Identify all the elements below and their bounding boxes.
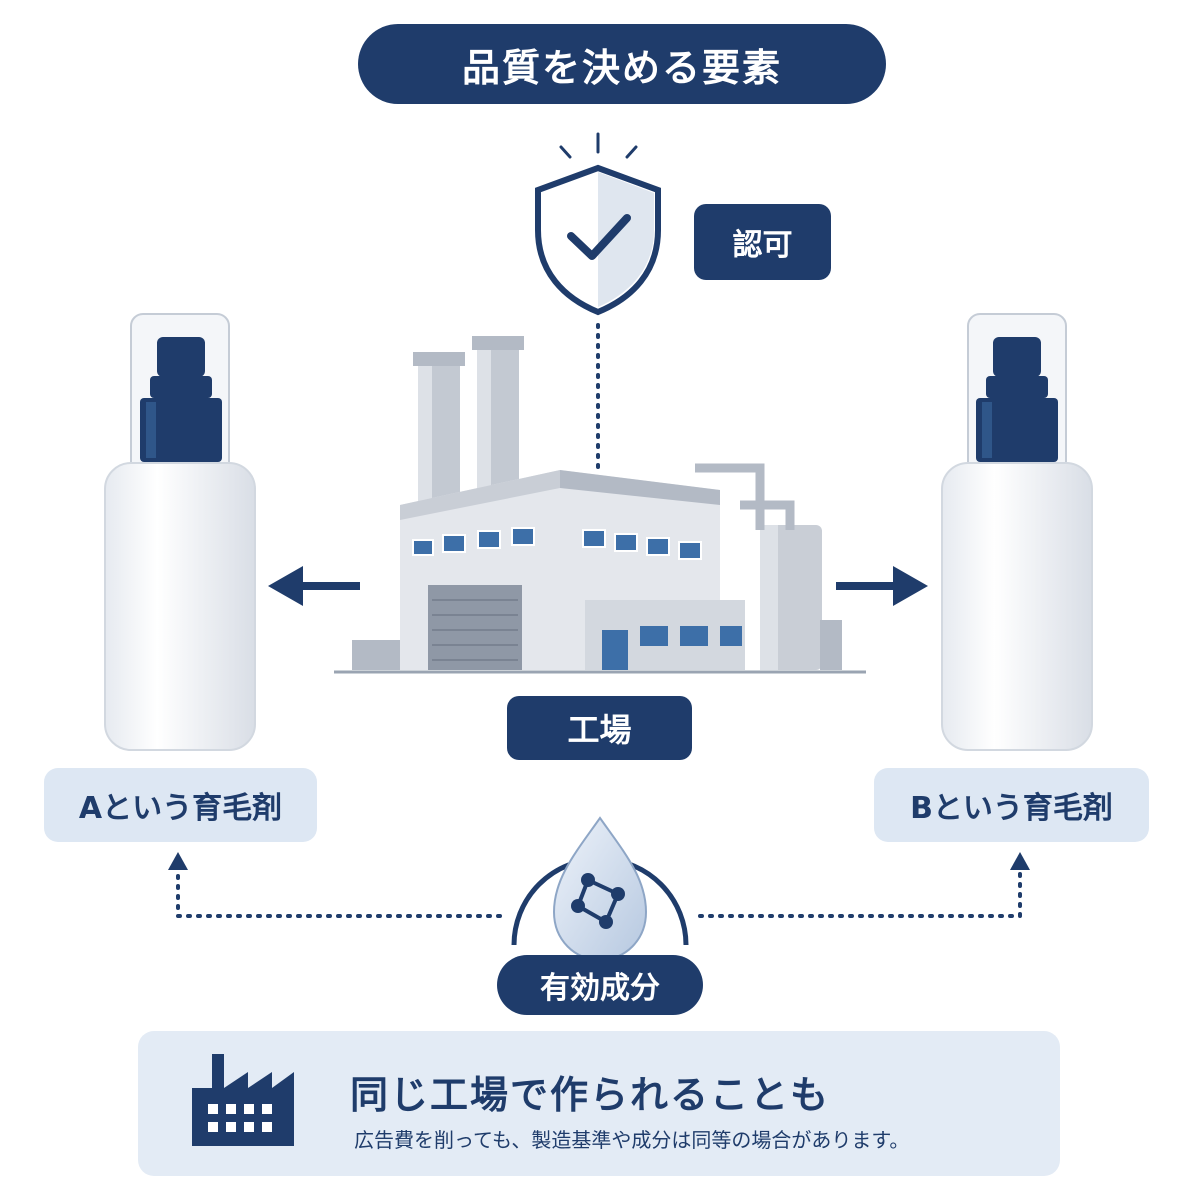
note-description: 広告費を削っても、製造基準や成分は同等の場合があります。 [354,1128,910,1152]
factory-badge: 工場 [507,696,692,760]
note-heading: 同じ工場で作られることも [350,1073,831,1117]
bottle-a-illustration [104,313,256,751]
bottle-b-illustration [941,313,1093,751]
shield-check-icon [535,132,661,316]
permit-badge: 認可 [694,204,831,280]
ingredient-drop-icon [511,816,689,962]
ingredient-badge: 有効成分 [497,955,703,1015]
product-b-label: Bという育毛剤 [874,768,1149,842]
factory-illustration [334,336,866,674]
factory-icon [192,1054,294,1146]
page-title: 品質を決める要素 [358,24,886,104]
ingredient-connector-right [698,852,1030,918]
ingredient-connector-left [168,852,502,918]
arrow-left-icon [268,566,360,606]
arrow-right-icon [836,566,928,606]
product-a-label: Aという育毛剤 [44,768,317,842]
